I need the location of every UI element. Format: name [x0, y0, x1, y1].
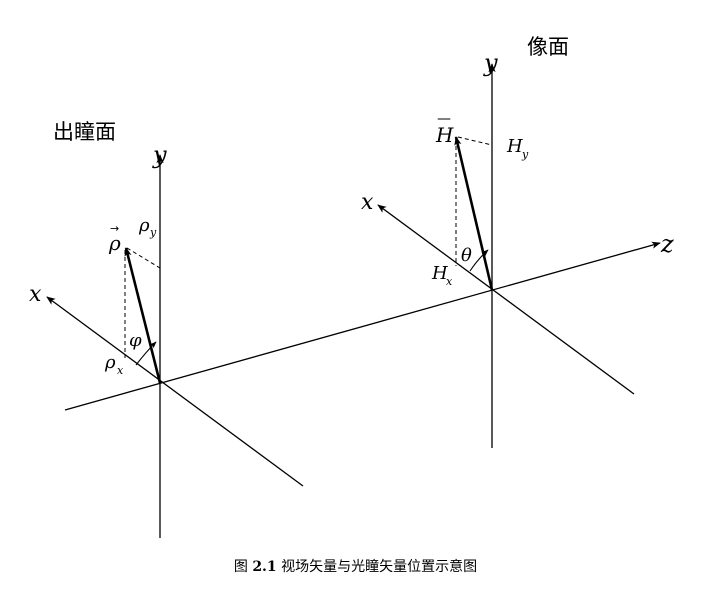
caption-prefix: 图 [233, 559, 248, 575]
pupil-y-axis-label: y [152, 141, 167, 169]
pupil-proj-x-label: ρ [104, 352, 116, 373]
pupil-x-axis-label: x [29, 282, 42, 307]
image-vector-label: H [435, 123, 454, 147]
pupil-vector-arrow: → [110, 222, 119, 235]
image-proj-y-label: H [506, 136, 523, 157]
image-proj-y-subscript: y [521, 148, 529, 161]
figure-caption: 图 2.1 视场矢量与光瞳矢量位置示意图 [0, 556, 711, 576]
pupil-angle-label: φ [129, 330, 142, 351]
image-proj-x-subscript: x [446, 275, 453, 288]
image-vector-h [454, 136, 494, 291]
image-z-axis-label: z [660, 230, 674, 258]
pupil-dashed-horizontal [126, 247, 161, 269]
z-axis-line [64, 241, 661, 411]
image-x-axis-label: x [361, 190, 374, 215]
pupil-plane: 出瞳面 y x → ρ ρ y ρ x φ [29, 120, 304, 538]
pupil-x-axis [46, 296, 304, 487]
image-dashed-horizontal [457, 136, 493, 146]
pupil-proj-y-label: ρ [138, 215, 150, 236]
caption-text: 视场矢量与光瞳矢量位置示意图 [281, 559, 478, 575]
pupil-vector-label: ρ [108, 231, 121, 255]
image-y-axis-label: y [483, 49, 498, 77]
coordinate-diagram: 出瞳面 y x → ρ ρ y ρ x φ 像面 y x z — H H y H… [29, 35, 674, 538]
image-angle-arc [469, 249, 489, 272]
image-plane-title: 像面 [527, 35, 569, 59]
image-x-axis [377, 204, 635, 395]
pupil-vector-rho [124, 247, 162, 384]
image-plane: 像面 y x z — H H y H x θ [361, 35, 674, 448]
image-proj-x-label: H [431, 263, 448, 284]
image-vector-bar: — [437, 111, 451, 127]
pupil-proj-x-subscript: x [117, 364, 124, 377]
pupil-plane-title: 出瞳面 [53, 120, 116, 144]
pupil-proj-y-subscript: y [149, 226, 157, 239]
pupil-angle-arc [135, 341, 157, 366]
caption-number: 2.1 [252, 559, 277, 575]
image-angle-label: θ [461, 245, 472, 266]
